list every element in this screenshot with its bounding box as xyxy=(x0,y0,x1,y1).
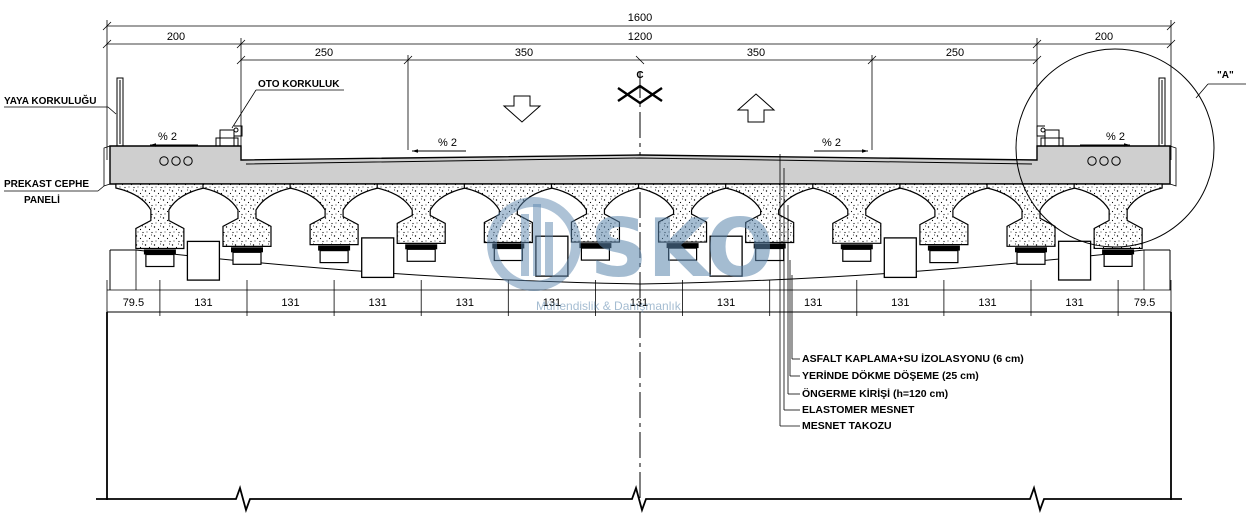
elastomer-bearing xyxy=(318,245,351,251)
dim-lane-1: 250 xyxy=(315,47,333,59)
seismic-stopper-block xyxy=(883,237,917,279)
slope-left-roadway: % 2 xyxy=(438,137,457,149)
seismic-stopper-block xyxy=(1057,240,1092,281)
legend-item-asphalt: ASFALT KAPLAMA+SU İZOLASYONU (6 cm) xyxy=(802,352,1024,365)
elastomer-bearing xyxy=(753,243,786,249)
prestressed-beams xyxy=(115,183,1163,250)
pedestrian-railing-left-icon xyxy=(116,77,124,147)
deck-slab xyxy=(109,145,1171,185)
legend-item-prestressed-beam: ÖNGERME KİRİŞİ (h=120 cm) xyxy=(802,387,948,400)
detail-a-circle xyxy=(1015,48,1215,248)
detail-a-label: "A" xyxy=(1217,70,1234,81)
dim-lane-3: 350 xyxy=(747,47,765,59)
beam-spacing-value: 131 xyxy=(369,297,387,309)
seismic-stopper-block xyxy=(186,240,221,281)
beam-spacing-value: 131 xyxy=(717,297,735,309)
beam xyxy=(637,183,728,243)
beam-spacing-value: 131 xyxy=(804,297,822,309)
precast-panel-label-line2: PANELİ xyxy=(24,193,60,206)
legend-item-bearing-pedestal: MESNET TAKOZU xyxy=(802,420,892,432)
bearing-pedestal xyxy=(1103,253,1133,267)
elastomer-bearing xyxy=(1015,247,1047,253)
traffic-arrow-down-icon xyxy=(502,95,542,123)
slope-right-walkway: % 2 xyxy=(1106,131,1125,143)
slope-right-roadway: % 2 xyxy=(822,137,841,149)
elastomer-bearing xyxy=(840,244,873,250)
beam-spacing-value: 131 xyxy=(978,297,996,309)
bearing-pedestal xyxy=(929,250,959,264)
watermark-tagline: Mühendislik & Danışmanlık xyxy=(536,299,682,313)
bearing-pedestal xyxy=(842,248,872,262)
pedestrian-railing-label: YAYA KORKULUĞU xyxy=(4,94,96,107)
centerline-symbol: C xyxy=(636,70,643,81)
beam xyxy=(986,183,1076,247)
beam-spacing-value: 79.5 xyxy=(123,297,144,309)
dimension-lines xyxy=(102,20,1176,160)
legend-item-elastomer-bearing: ELASTOMER MESNET xyxy=(802,404,915,416)
elastomer-bearing xyxy=(1102,249,1135,255)
bearing-pedestal xyxy=(667,247,698,261)
vehicle-railing-label: OTO KORKULUK xyxy=(258,79,340,90)
elastomer-bearing xyxy=(927,245,960,251)
elastomer-bearing xyxy=(666,243,699,249)
utility-ducts-left xyxy=(159,156,193,166)
legend-leader-lines xyxy=(779,154,800,427)
bearing-pedestal xyxy=(406,248,436,262)
slope-left-walkway: % 2 xyxy=(158,131,177,143)
beam xyxy=(725,183,815,244)
vehicle-railing-left-icon xyxy=(215,125,243,147)
centerline-axis xyxy=(617,72,663,500)
beam-spacing-value: 131 xyxy=(1065,297,1083,309)
beam xyxy=(115,183,205,250)
beam-spacing-value: 131 xyxy=(456,297,474,309)
ground-break-line xyxy=(96,485,1182,513)
watermark-brand: SKO xyxy=(590,202,774,295)
seismic-stopper-block xyxy=(709,235,743,277)
bearing-pedestal xyxy=(580,247,611,261)
dim-right-side: 200 xyxy=(1095,31,1113,43)
beam-spacing-value: 79.5 xyxy=(1134,297,1155,309)
beam-spacing-value: 131 xyxy=(630,297,648,309)
dim-left-side: 200 xyxy=(167,31,185,43)
beam xyxy=(289,183,379,246)
dim-total: 1600 xyxy=(628,12,652,24)
elastomer-bearing xyxy=(492,243,525,249)
bearing-pedestal xyxy=(319,250,349,264)
beam-spacing-value: 131 xyxy=(194,297,212,309)
beam-spacing-dimensions: 79.5 131 131 131 131 131 131 131 131 131 131 131 79.… xyxy=(106,280,1172,316)
elastomer-bearing xyxy=(143,249,176,255)
utility-ducts-right xyxy=(1087,156,1121,166)
beam xyxy=(1073,183,1163,250)
beam xyxy=(376,183,466,244)
beam xyxy=(812,183,902,244)
beam-spacing-value: 131 xyxy=(543,297,561,309)
vehicle-railing-right-icon xyxy=(1036,125,1064,147)
beam xyxy=(899,183,989,246)
precast-panel-label-line1: PREKAST CEPHE xyxy=(4,179,89,190)
pier-cap xyxy=(110,249,1170,285)
bearing-pedestal xyxy=(145,253,175,268)
seismic-stopper-block xyxy=(361,237,395,279)
dim-center: 1200 xyxy=(628,31,652,43)
pedestrian-railing-right-icon xyxy=(1158,77,1166,147)
elastomer-bearing xyxy=(579,243,612,249)
watermark-logo xyxy=(487,197,581,291)
beam-spacing-value: 131 xyxy=(281,297,299,309)
elastomer-bearing xyxy=(405,244,438,250)
dim-lane-4: 250 xyxy=(946,47,964,59)
legend-item-cast-slab: YERİNDE DÖKME DÖŞEME (25 cm) xyxy=(802,369,979,382)
elastomer-bearing xyxy=(231,247,263,253)
dim-lane-2: 350 xyxy=(515,47,533,59)
bearing-pedestal xyxy=(1016,251,1046,265)
bearing-pedestal xyxy=(232,251,262,265)
beam xyxy=(202,183,292,247)
traffic-arrow-up-icon xyxy=(736,93,776,123)
beam-spacing-value: 131 xyxy=(891,297,909,309)
